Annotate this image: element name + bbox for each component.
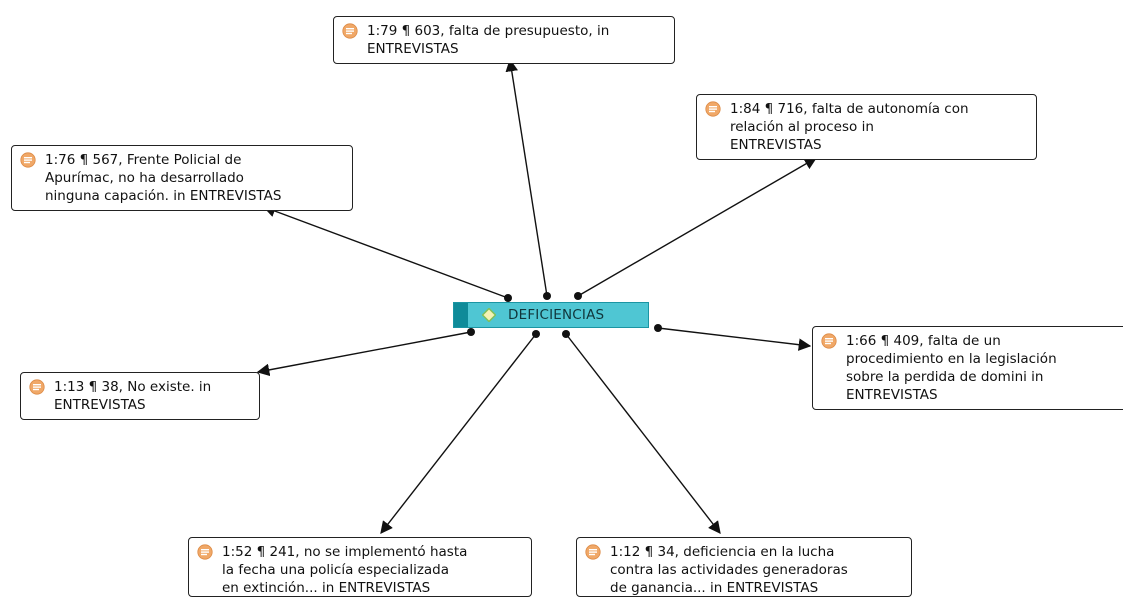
quote-node-1-52[interactable]: 1:52 ¶ 241, no se implementó hasta la fe… <box>188 537 532 597</box>
quote-icon <box>705 101 721 117</box>
quote-node-1-12[interactable]: 1:12 ¶ 34, deficiencia en la lucha contr… <box>576 537 912 597</box>
quote-icon <box>585 544 601 560</box>
quote-icon <box>342 23 358 39</box>
quote-icon <box>20 152 36 168</box>
quote-icon <box>197 544 213 560</box>
edge-anchor-dot <box>543 292 551 300</box>
edge-to-q79 <box>505 58 548 297</box>
code-node-tab <box>454 303 468 327</box>
quote-node-1-76[interactable]: 1:76 ¶ 567, Frente Policial de Apurímac,… <box>11 145 353 211</box>
code-node-label: DEFICIENCIAS <box>508 307 605 323</box>
diamond-code-icon <box>482 308 496 322</box>
edge-to-q13 <box>256 331 472 377</box>
quote-text: 1:52 ¶ 241, no se implementó hasta la fe… <box>222 544 468 596</box>
quote-node-1-79[interactable]: 1:79 ¶ 603, falta de presupuesto, in ENT… <box>333 16 675 64</box>
edge-anchor-dot <box>654 324 662 332</box>
edge-to-q66 <box>657 327 812 351</box>
edge-anchor-dot <box>467 328 475 336</box>
quote-text: 1:76 ¶ 567, Frente Policial de Apurímac,… <box>45 152 282 204</box>
quote-node-1-66[interactable]: 1:66 ¶ 409, falta de un procedimiento en… <box>812 326 1123 410</box>
quote-icon <box>821 333 837 349</box>
quote-text: 1:84 ¶ 716, falta de autonomía con relac… <box>730 101 969 153</box>
quote-node-1-84[interactable]: 1:84 ¶ 716, falta de autonomía con relac… <box>696 94 1037 160</box>
edge-anchor-dot <box>532 330 540 338</box>
quote-text: 1:66 ¶ 409, falta de un procedimiento en… <box>846 333 1057 403</box>
edge-anchor-dot <box>504 294 512 302</box>
quote-icon <box>29 379 45 395</box>
edge-to-q76 <box>262 205 509 299</box>
edge-anchor-dot <box>574 292 582 300</box>
quote-text: 1:13 ¶ 38, No existe. in ENTREVISTAS <box>54 379 212 413</box>
edge-anchor-dot <box>562 330 570 338</box>
edge-to-q84 <box>577 157 818 297</box>
quote-text: 1:12 ¶ 34, deficiencia en la lucha contr… <box>610 544 848 596</box>
quote-text: 1:79 ¶ 603, falta de presupuesto, in ENT… <box>367 23 610 57</box>
edge-to-q12 <box>565 333 721 534</box>
edge-to-q52 <box>380 333 537 534</box>
code-node-deficiencias[interactable]: DEFICIENCIAS <box>453 302 649 328</box>
quote-node-1-13[interactable]: 1:13 ¶ 38, No existe. in ENTREVISTAS <box>20 372 260 420</box>
